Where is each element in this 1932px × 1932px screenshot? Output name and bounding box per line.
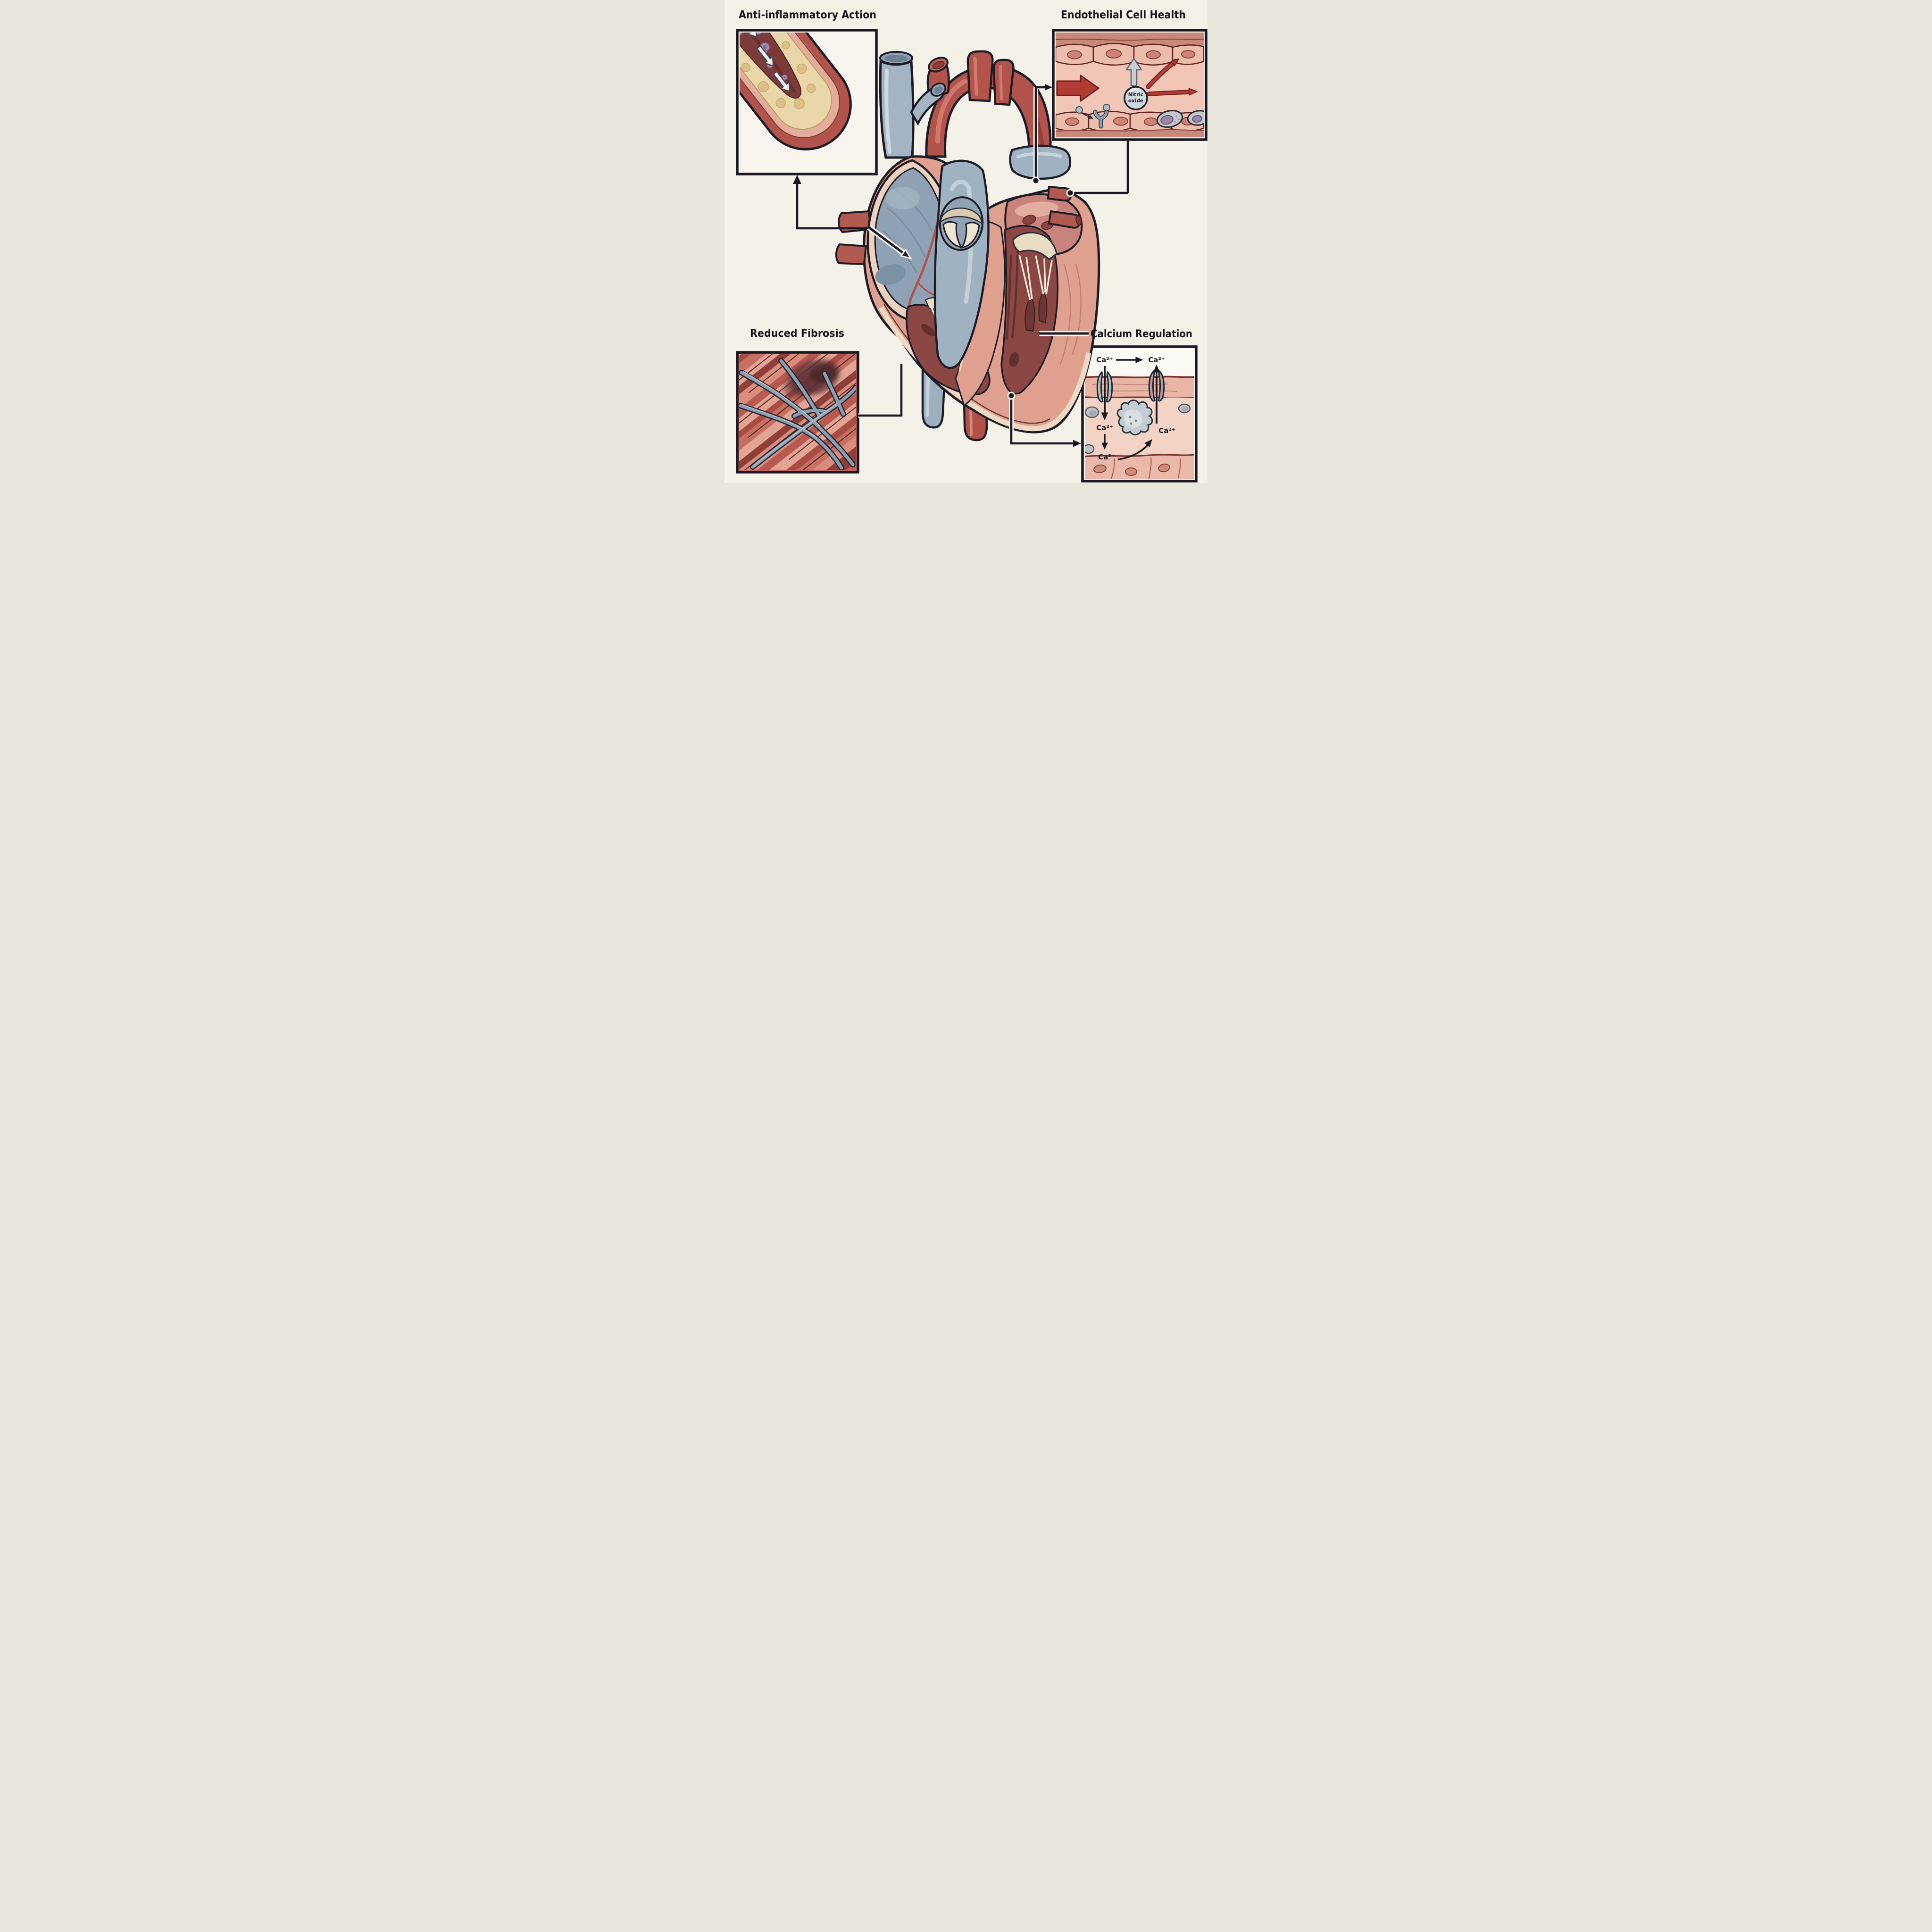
calcium-flux-arrows <box>1101 357 1160 460</box>
endothelial-illustration: Nitric oxide <box>1056 33 1204 137</box>
fossa-ovalis <box>875 264 906 285</box>
title-endothelial: Endothelial Cell Health <box>1061 9 1186 21</box>
sarcoplasmic-reticulum <box>1116 400 1153 436</box>
ca-ion-label: Ca²⁺ <box>1158 426 1175 435</box>
pulmonary-vein-stub <box>838 210 872 233</box>
leader-dot-pulmonary-artery <box>1032 176 1040 185</box>
pulmonary-vein-ostium <box>1022 215 1036 225</box>
connectors <box>793 84 1129 447</box>
blood-flow-arrow-icon <box>1056 75 1099 102</box>
ca-ion-label: Ca²⁺ <box>1148 356 1165 364</box>
left-pulmonary-artery <box>1009 144 1072 180</box>
title-calcium: Calcium Regulation <box>1091 328 1192 340</box>
calcium-illustration: Ca²⁺ Ca²⁺ Ca²⁺ Ca²⁺ Ca²⁺ <box>1085 349 1194 479</box>
calcium-channel-efflux <box>1148 370 1165 402</box>
vessel-opening <box>928 57 949 73</box>
bottom-cell-nuclei <box>1093 463 1170 476</box>
calcium-channel-influx <box>1096 371 1113 403</box>
connector-endothelial-vein <box>1066 140 1129 197</box>
nitric-oxide-label-line1: Nitric <box>1128 92 1143 98</box>
cell-nuclei-bottom <box>1065 117 1194 126</box>
ca-ion-label: Ca²⁺ <box>1096 424 1113 432</box>
title-fibrosis: Reduced Fibrosis <box>750 327 844 340</box>
plaque-blobs <box>741 41 816 109</box>
fibrotic-strands <box>739 358 856 470</box>
connector-anti-inflammatory <box>793 175 913 260</box>
flow-direction-arrows-icon <box>740 33 791 92</box>
title-anti-inflammatory: Anti-inflammatory Action <box>739 9 876 21</box>
cell-membrane <box>1085 376 1194 398</box>
chordae-tendineae <box>1018 254 1053 300</box>
connector-endothelial-artery <box>1032 84 1052 185</box>
diagram-canvas: Nitric oxide <box>736 9 1208 483</box>
signal-molecule-icon <box>1075 106 1083 114</box>
ca-ion-label: Ca²⁺ <box>1096 356 1113 364</box>
medical-diagram-heart-benefits: Nitric oxide <box>724 0 1208 483</box>
heart-illustration <box>835 50 1100 441</box>
aortic-branch-vessel <box>992 58 1015 106</box>
connector-fibrosis <box>858 364 903 418</box>
fibrosis-illustration <box>739 354 856 470</box>
pulmonary-valve-cusp <box>960 222 980 249</box>
aortic-branch-vessel <box>966 50 994 102</box>
ca-ion-label: Ca²⁺ <box>1098 453 1115 461</box>
vessel-opening <box>930 83 946 97</box>
connector-calcium <box>1007 391 1081 447</box>
cell-nuclei-top <box>1067 49 1195 59</box>
anti-inflammatory-illustration <box>740 33 852 150</box>
leukocyte-cell <box>1156 109 1183 128</box>
leader-dot-myocardium <box>1007 391 1016 400</box>
pulmonary-valve-cusp <box>942 221 963 248</box>
no-release-arrow-icon <box>1125 58 1142 87</box>
leukocyte-cell <box>1187 110 1204 126</box>
pulmonary-vein-stub <box>835 243 867 266</box>
nitric-oxide-label-line2: oxide <box>1128 98 1143 104</box>
mitral-valve <box>1012 232 1058 260</box>
leader-dot-pulmonary-vein <box>1066 189 1074 197</box>
receptor-icon <box>1093 109 1109 129</box>
laminar-flow-arrow-icon <box>1148 91 1190 95</box>
